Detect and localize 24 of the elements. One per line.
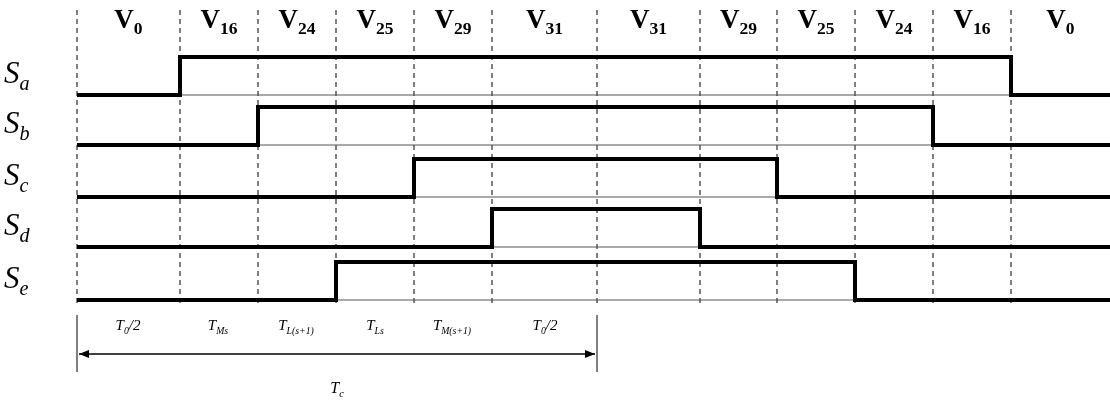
vector-label: V$_{31}$ bbox=[630, 6, 667, 38]
vector-label: V$_{25}$ bbox=[356, 6, 394, 38]
vector-label: V$_{31}$ bbox=[526, 6, 563, 38]
vector-label: V$_{0}$ bbox=[114, 6, 143, 38]
signal-name: S$_{d}$ bbox=[4, 209, 30, 246]
time-label: T$_{Ls}$ bbox=[366, 318, 384, 336]
time-label: T$_{0}$/2 bbox=[115, 318, 141, 336]
vector-label: V$_{24}$ bbox=[278, 6, 316, 38]
time-label: T$_{0}$/2 bbox=[532, 318, 558, 336]
signal-name: S$_{e}$ bbox=[4, 262, 29, 299]
vector-label: V$_{16}$ bbox=[200, 6, 238, 38]
vector-label: V$_{16}$ bbox=[953, 6, 991, 38]
period-label: T$_{c}$ bbox=[330, 380, 344, 400]
vector-label: V$_{0}$ bbox=[1046, 6, 1075, 38]
time-label: T$_{M(s+1)}$ bbox=[432, 318, 472, 336]
vector-label: V$_{29}$ bbox=[720, 6, 757, 38]
time-label: T$_{L(s+1)}$ bbox=[278, 318, 314, 336]
signal-name: S$_{c}$ bbox=[4, 159, 29, 196]
vector-label: V$_{25}$ bbox=[797, 6, 835, 38]
signal-name: S$_{a}$ bbox=[4, 57, 30, 94]
time-label: T$_{Ms}$ bbox=[207, 318, 229, 336]
signal-name: S$_{b}$ bbox=[4, 107, 30, 144]
vector-label: V$_{29}$ bbox=[434, 6, 472, 38]
vector-label: V$_{24}$ bbox=[875, 6, 913, 38]
